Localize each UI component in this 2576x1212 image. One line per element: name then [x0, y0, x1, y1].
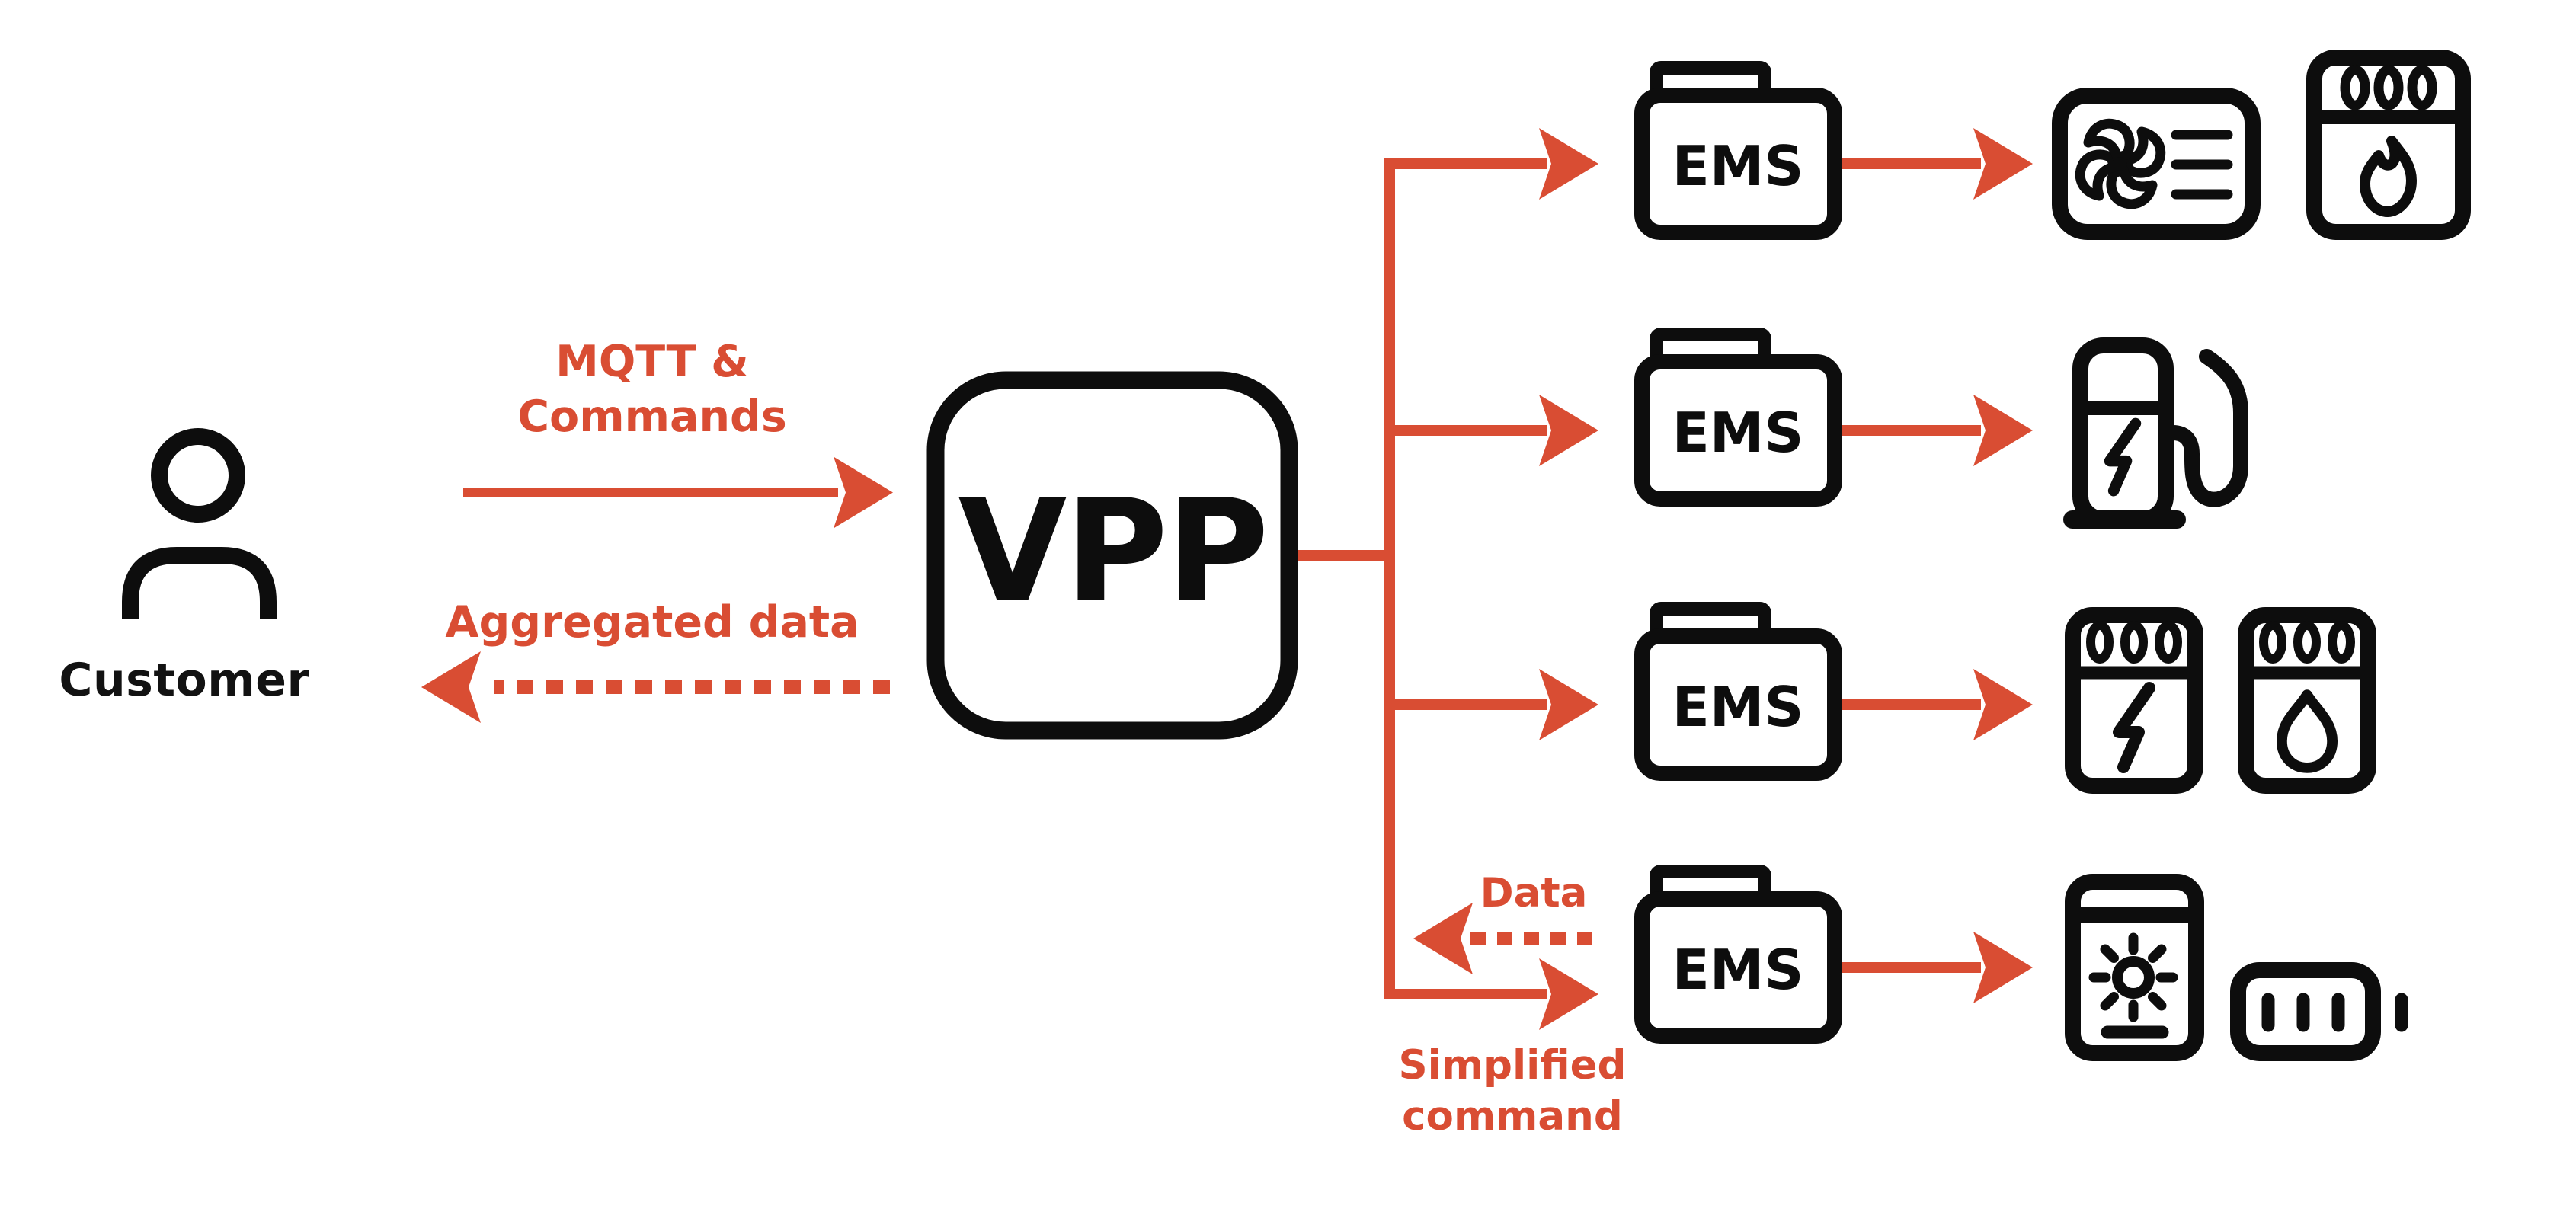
solar-inverter-icon — [2065, 874, 2204, 1061]
sun-icon — [2088, 932, 2178, 1022]
flow-arrows — [421, 128, 2033, 1030]
arrow-ems3-to-devices — [1842, 669, 2033, 740]
arrow-ems2-to-devices — [1842, 395, 2033, 466]
flame-icon — [2360, 136, 2417, 217]
person-icon — [122, 428, 277, 619]
arrow-customer-to-vpp — [463, 456, 893, 529]
customer-label: Customer — [59, 654, 310, 707]
arrow-ems-data-dotted — [1413, 903, 1592, 974]
gas-heater-icon — [2306, 50, 2471, 240]
simplified-command-label: Simplified command — [1398, 1042, 1627, 1140]
arrow-branch-ems-1 — [1395, 128, 1598, 200]
vpp-trunk-connector — [1295, 550, 1390, 561]
ems-label-2: EMS — [1672, 401, 1804, 465]
arrow-simplified-command — [1384, 958, 1598, 1030]
hot-water-heater-icon — [2238, 607, 2376, 794]
arrow-branch-ems-3 — [1395, 669, 1598, 740]
electric-water-heater-icon — [2065, 607, 2203, 794]
aggregated-data-label: Aggregated data — [445, 597, 859, 648]
vpp-box — [926, 371, 1298, 740]
home-battery-icon — [2230, 962, 2408, 1061]
ems-label-4: EMS — [1672, 938, 1804, 1002]
vpp-label: VPP — [958, 468, 1269, 633]
hvac-unit-icon — [2052, 88, 2261, 240]
arrow-branch-ems-2 — [1395, 395, 1598, 466]
arrow-ems4-to-devices — [1842, 932, 2033, 1003]
ev-charger-icon — [2063, 337, 2248, 529]
ems-label-3: EMS — [1672, 675, 1804, 739]
ems-label-1: EMS — [1672, 134, 1804, 198]
arrow-vpp-to-customer-dotted — [421, 651, 890, 723]
data-label: Data — [1480, 870, 1588, 916]
water-drop-icon — [2276, 689, 2338, 773]
mqtt-commands-label: MQTT & Commands — [517, 337, 787, 442]
arrow-ems1-to-devices — [1842, 128, 2033, 200]
trunk-line — [1384, 158, 1395, 999]
